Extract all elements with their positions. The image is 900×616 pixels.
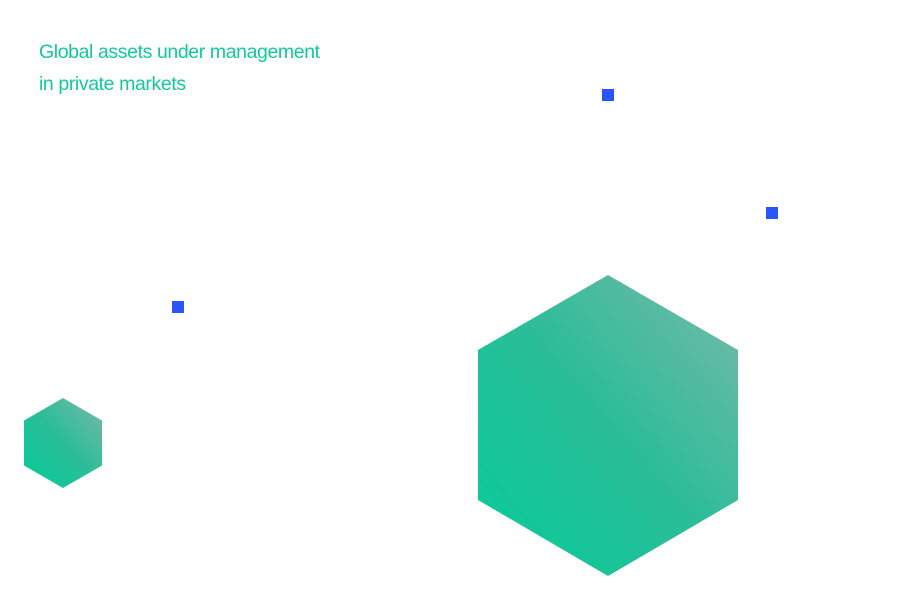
marker-square (766, 207, 778, 219)
marker-square (602, 89, 614, 101)
chart-title-line-2: in private markets (39, 73, 186, 95)
chart-title-line-1: Global assets under management (39, 41, 320, 63)
small-hexagon (24, 398, 102, 488)
chart-title: Global assets under management in privat… (39, 36, 320, 100)
large-hexagon (478, 275, 738, 576)
marker-square (172, 301, 184, 313)
